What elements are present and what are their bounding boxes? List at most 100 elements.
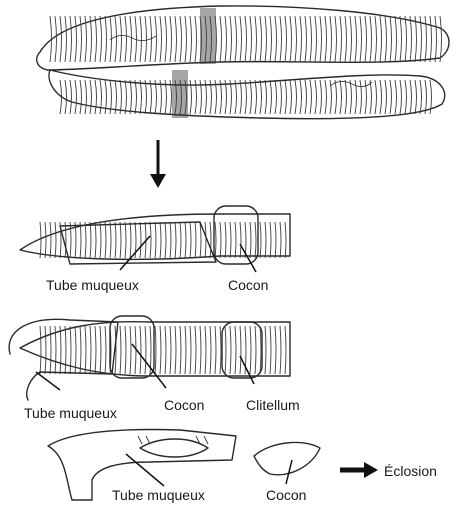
segment-ring	[70, 326, 71, 374]
segment-ring	[150, 80, 152, 114]
tube-label-2: Tube muqueux	[24, 405, 117, 421]
segment-ring	[375, 80, 377, 114]
segment-ring	[250, 80, 252, 114]
segment-ring	[400, 80, 402, 114]
segment-ring	[415, 80, 417, 114]
segment-ring	[370, 80, 372, 114]
segment-ring	[180, 222, 181, 258]
segment-ring	[175, 16, 177, 62]
segment-ring	[255, 222, 256, 258]
tube-label-1: Tube muqueux	[46, 277, 139, 293]
segment-ring	[395, 80, 397, 114]
segment-ring	[430, 16, 432, 62]
segment-ring	[185, 222, 186, 258]
segment-ring	[175, 222, 176, 258]
segment-ring	[95, 326, 96, 374]
clitellum-label-2: Clitellum	[246, 397, 300, 413]
segment-ring	[275, 222, 276, 258]
segment-ring	[160, 80, 162, 114]
segment-ring	[135, 80, 137, 114]
segment-ring	[80, 16, 82, 62]
segment-ring	[185, 326, 186, 374]
segment-ring	[240, 326, 241, 374]
segment-ring	[290, 80, 292, 114]
segment-ring	[200, 326, 201, 374]
segment-ring	[160, 16, 162, 62]
segment-ring	[140, 326, 141, 374]
segment-ring	[295, 80, 297, 114]
segment-ring	[50, 326, 51, 374]
segment-ring	[235, 222, 236, 258]
segment-ring	[90, 16, 92, 62]
segment-ring	[260, 80, 262, 114]
segment-ring	[225, 80, 227, 114]
segment-ring	[130, 326, 131, 374]
segment-ring	[140, 80, 142, 114]
segment-ring	[70, 16, 72, 62]
segment-ring	[45, 326, 46, 374]
segment-ring	[85, 222, 86, 258]
segment-ring	[405, 16, 407, 62]
segment-ring	[100, 222, 101, 258]
segment-ring	[435, 16, 437, 62]
segment-ring	[70, 222, 71, 258]
segment-ring	[210, 326, 211, 374]
segment-ring	[55, 222, 56, 258]
segment-ring	[335, 16, 337, 62]
segment-ring	[75, 16, 77, 62]
segment-ring	[365, 80, 367, 114]
segment-ring	[205, 326, 206, 374]
segment-ring	[110, 222, 111, 258]
segment-ring	[125, 16, 127, 62]
segment-ring	[220, 16, 222, 62]
segment-ring	[225, 16, 227, 62]
segment-ring	[320, 16, 322, 62]
segment-ring	[420, 80, 422, 114]
segment-ring	[160, 222, 161, 258]
segment-ring	[240, 222, 241, 258]
segment-ring	[225, 222, 226, 258]
segment-ring	[45, 222, 46, 258]
hatching-arrowhead	[364, 462, 378, 478]
segment-ring	[400, 16, 402, 62]
segment-ring	[125, 326, 126, 374]
segment-ring	[375, 16, 377, 62]
segment-ring	[265, 326, 266, 374]
segment-ring	[325, 80, 327, 114]
segment-ring	[155, 16, 157, 62]
segment-ring	[340, 16, 342, 62]
forming-cocoon-outline	[140, 439, 208, 457]
segment-ring	[105, 16, 107, 62]
segment-ring	[65, 16, 67, 62]
segment-ring	[245, 80, 247, 114]
body-segments	[50, 16, 442, 114]
segment-ring	[270, 16, 272, 62]
segment-ring	[40, 326, 41, 374]
segment-ring	[150, 222, 151, 258]
segment-ring	[260, 326, 261, 374]
segment-ring	[240, 80, 242, 114]
segment-ring	[425, 16, 427, 62]
segment-ring	[75, 326, 76, 374]
segment-ring	[225, 326, 226, 374]
cocoon-label-1: Cocon	[228, 277, 268, 293]
segment-ring	[275, 326, 276, 374]
segment-ring	[230, 222, 231, 258]
segment-ring	[170, 16, 172, 62]
segment-ring	[250, 326, 251, 374]
segment-ring	[75, 80, 77, 114]
segment-ring	[230, 326, 231, 374]
segment-ring	[80, 222, 81, 258]
segment-ring	[90, 80, 92, 114]
segment-ring	[405, 80, 407, 114]
segment-ring	[280, 80, 282, 114]
segment-ring	[180, 16, 182, 62]
segment-ring	[140, 222, 141, 258]
segment-ring	[295, 16, 297, 62]
segment-ring	[415, 16, 417, 62]
segment-ring	[65, 80, 67, 114]
segment-ring	[60, 326, 61, 374]
segment-ring	[80, 326, 81, 374]
segment-ring	[265, 80, 267, 114]
segment-ring	[85, 80, 87, 114]
